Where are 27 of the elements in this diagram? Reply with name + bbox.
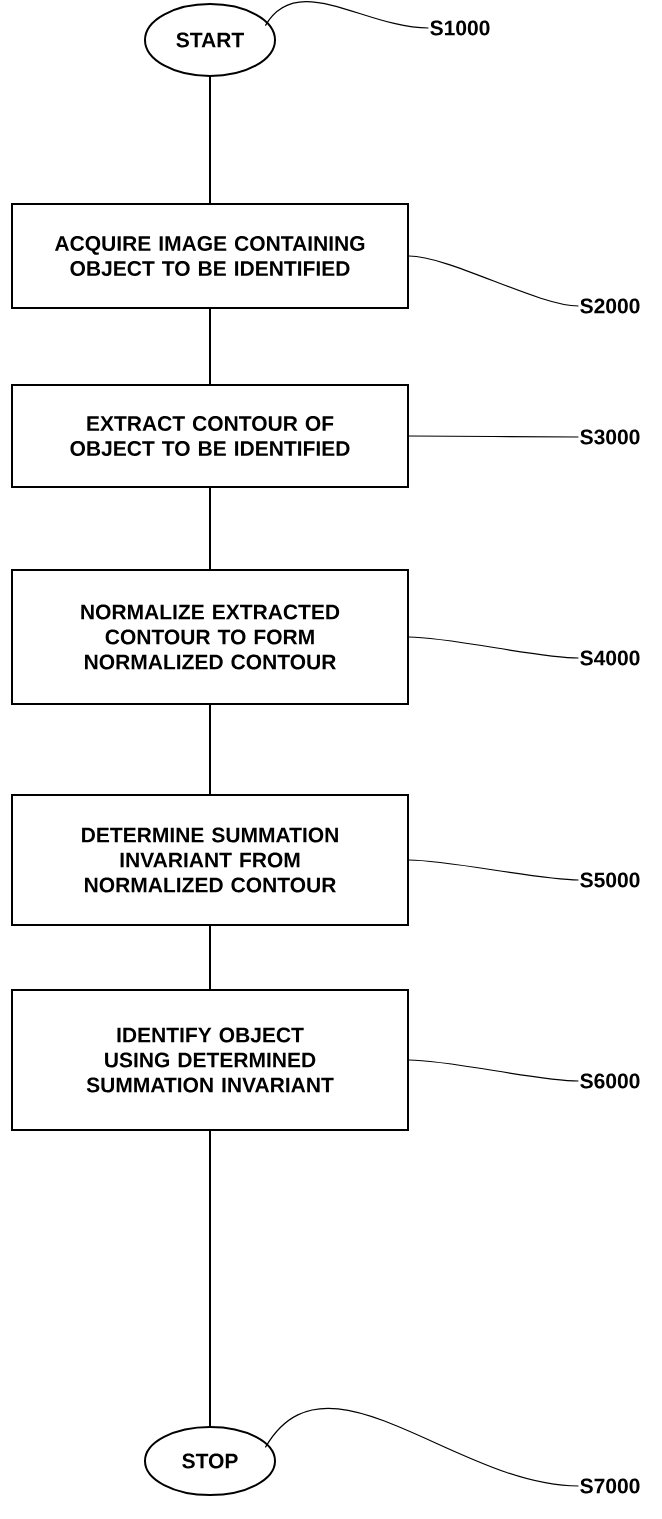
terminal-oval: STOP [144,1426,276,1496]
process-box: IDENTIFY OBJECT USING DETERMINED SUMMATION INVARIANT [11,989,409,1131]
connector-line [209,925,211,990]
leader-line [408,1059,580,1082]
process-box: ACQUIRE IMAGE CONTAINING OBJECT TO BE IDENTIFIED [11,203,409,309]
step-number: S3000 [580,429,640,445]
connector-line [209,704,211,795]
terminal-oval: START [144,3,276,77]
connector-line [209,487,211,570]
step-number: S6000 [580,1073,640,1089]
process-box: EXTRACT CONTOUR OF OBJECT TO BE IDENTIFIED [11,384,409,488]
connector-line [209,76,211,204]
step-number: S1000 [430,20,490,36]
leader-line [264,1,430,29]
leader-line [264,1407,580,1487]
step-number: S7000 [580,1478,640,1494]
step-number: S2000 [580,298,640,314]
step-number: S4000 [580,650,640,666]
process-box: NORMALIZE EXTRACTED CONTOUR TO FORM NORMALIZED CONTOUR [11,569,409,705]
connector-line [209,308,211,385]
step-number: S5000 [580,872,640,888]
process-box: DETERMINE SUMMATION INVARIANT FROM NORMALIZED CONTOUR [11,794,409,926]
leader-line [408,636,580,659]
leader-line [408,859,580,881]
connector-line [209,1130,211,1427]
leader-line [408,255,580,307]
leader-line [408,435,580,438]
